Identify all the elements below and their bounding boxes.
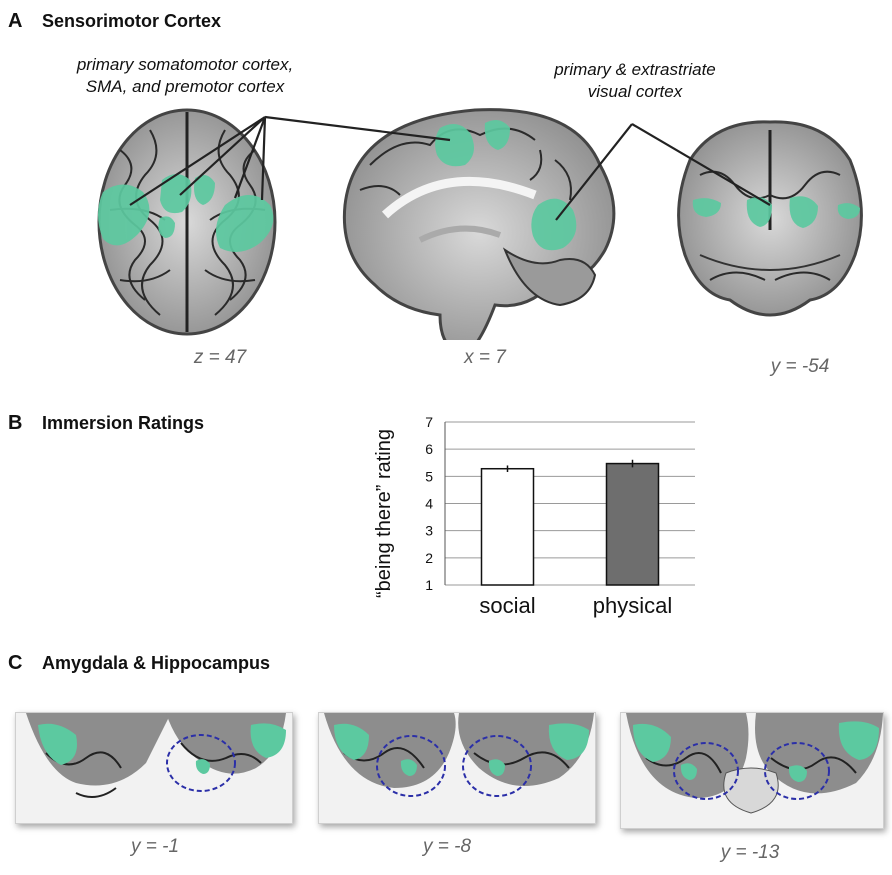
slice-y-8-image [319,713,595,823]
annotation-lines [129,115,771,221]
caption-y-54: y = -54 [770,356,830,377]
panel-b-title: Immersion Ratings [42,413,205,433]
sagittal-brain-image [342,108,616,340]
y-tick-label: 3 [425,523,433,539]
slice-y-8 [318,712,596,824]
note-visual-line2: visual cortex [587,82,683,101]
immersion-bar-chart: 1 2 3 4 5 6 7 social physical “being there” ratin… [373,414,695,618]
axial-brain-image [97,108,277,336]
x-tick-label: physical [593,593,672,618]
y-tick-label: 2 [425,550,433,566]
slice-y-13-image [621,713,883,828]
note-somatomotor-line1: primary somatomotor cortex, [76,55,294,74]
bar-physical [605,462,660,586]
y-tick-label: 5 [425,468,433,484]
slice-y-1 [15,712,293,824]
panel-a-brain-figure [97,108,863,340]
caption-y-8: y = -8 [422,836,472,857]
roi-circle-right [764,742,830,800]
y-tick-label: 1 [425,577,433,593]
roi-circle-left [376,735,446,797]
y-tick-label: 4 [425,496,433,512]
coronal-brain-image [677,120,863,317]
note-somatomotor: primary somatomotor cortex, SMA, and pre… [30,54,340,98]
slice-y-1-image [16,713,292,823]
y-axis-label: “being there” rating [373,429,395,598]
panel-a-letter: A [8,10,23,32]
roi-circle-right [166,734,236,792]
roi-circle-right [462,735,532,797]
panel-c-letter: C [8,652,23,674]
x-tick-label: social [479,593,535,618]
panel-b-letter: B [8,412,23,434]
caption-y-13: y = -13 [720,842,780,863]
note-visual: primary & extrastriate visual cortex [520,59,750,103]
note-visual-line1: primary & extrastriate [554,60,716,79]
caption-y-1: y = -1 [130,836,180,857]
caption-x7: x = 7 [464,347,506,368]
roi-circle-left [673,742,739,800]
panel-c-title: Amygdala & Hippocampus [42,653,271,673]
note-somatomotor-line2: SMA, and premotor cortex [85,77,285,96]
y-tick-label: 6 [425,441,433,457]
caption-z47: z = 47 [193,347,247,368]
y-tick-label: 7 [425,414,433,430]
bar-social [480,467,535,586]
slice-y-13 [620,712,884,829]
panel-a-title: Sensorimotor Cortex [42,11,222,31]
